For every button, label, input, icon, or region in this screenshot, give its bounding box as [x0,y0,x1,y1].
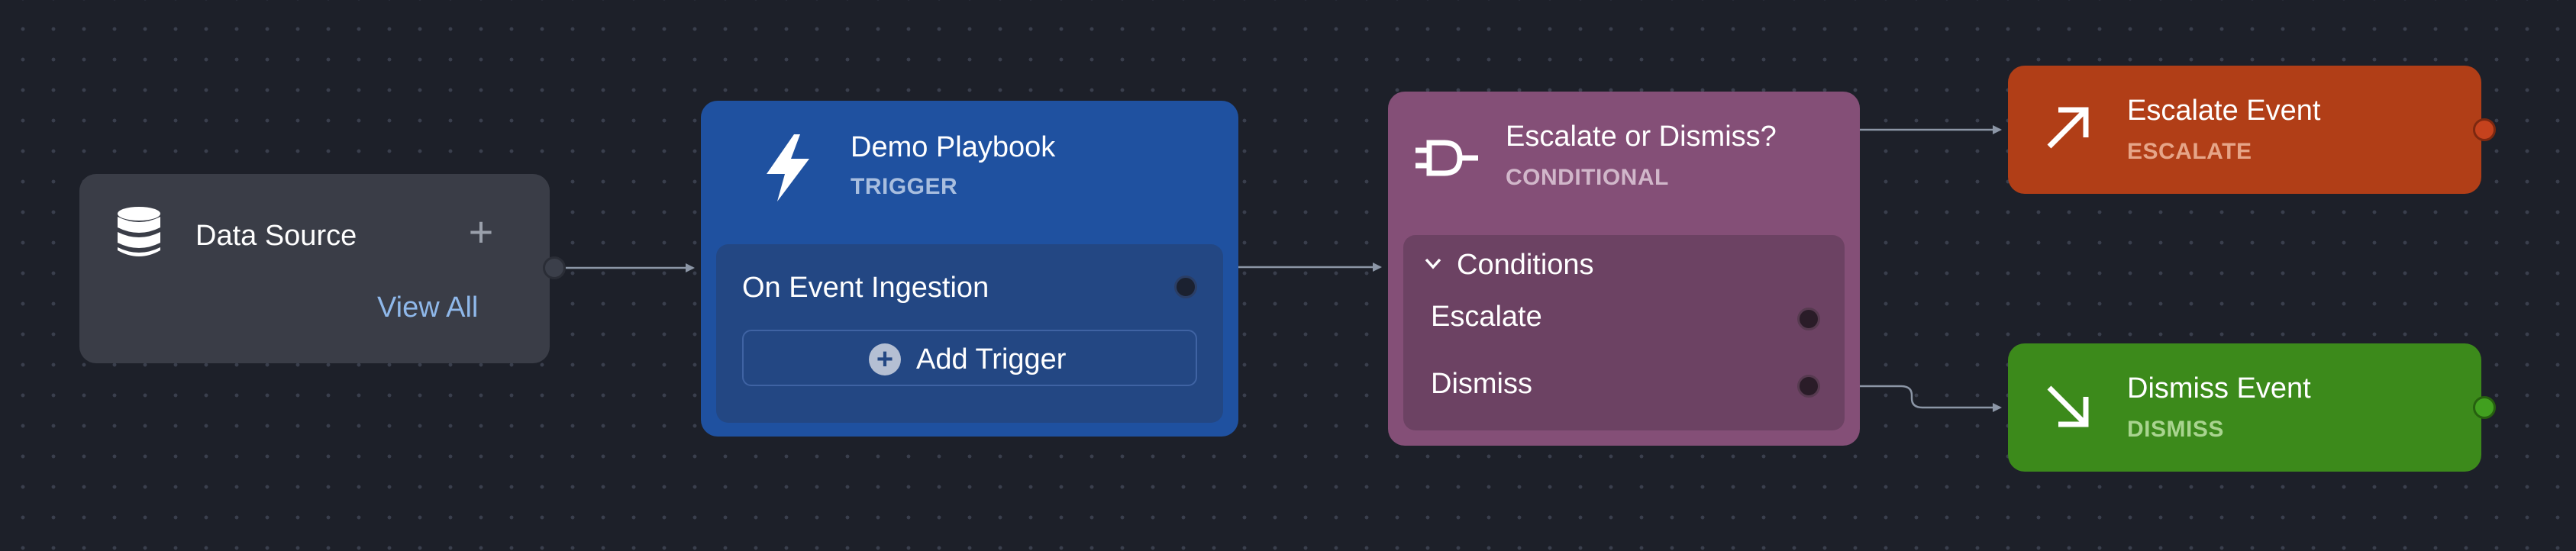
arrow-up-right-icon [2047,107,2089,149]
dismiss-event-title: Dismiss Event [2127,372,2311,404]
escalate-event-output-handle[interactable] [2473,118,2496,141]
trigger-event-label: On Event Ingestion [742,272,989,304]
lightning-icon [767,134,809,201]
condition-escalate-label: Escalate [1431,301,1542,333]
escalate-condition-handle[interactable] [1797,308,1820,330]
conditional-type-label: CONDITIONAL [1506,165,1669,190]
trigger-type-label: TRIGGER [851,174,958,199]
add-source-button[interactable]: + [468,208,494,256]
trigger-node[interactable]: Demo Playbook TRIGGER On Event Ingestion… [701,101,1238,437]
dismiss-event-output-handle[interactable] [2473,396,2496,419]
data-source-output-handle[interactable] [543,256,566,279]
add-trigger-button[interactable]: + Add Trigger [742,330,1197,386]
arrow-down-right-icon [2047,385,2089,427]
conditions-label: Conditions [1457,249,1594,281]
escalate-type-label: ESCALATE [2127,139,2252,164]
add-trigger-label: Add Trigger [916,343,1067,375]
dismiss-type-label: DISMISS [2127,417,2224,442]
data-source-node[interactable]: Data Source + View All [79,174,550,363]
conditions-panel: Conditions Escalate Dismiss [1403,235,1845,430]
data-source-title: Data Source [195,220,357,252]
condition-dismiss-label: Dismiss [1431,368,1532,400]
database-icon [118,207,160,256]
conditional-title: Escalate or Dismiss? [1506,121,1777,153]
escalate-event-node[interactable]: Escalate Event ESCALATE [2008,66,2481,194]
escalate-event-title: Escalate Event [2127,95,2321,127]
trigger-events-panel: On Event Ingestion + Add Trigger [716,244,1223,423]
dismiss-condition-handle[interactable] [1797,375,1820,398]
trigger-output-handle[interactable] [1174,276,1197,298]
dismiss-event-node[interactable]: Dismiss Event DISMISS [2008,343,2481,472]
plus-circle-icon: + [869,343,901,375]
chevron-down-icon [1425,258,1441,269]
logic-gate-icon [1416,140,1478,176]
view-all-link[interactable]: View All [377,292,479,324]
conditional-node[interactable]: Escalate or Dismiss? CONDITIONAL Conditi… [1388,92,1860,446]
trigger-title: Demo Playbook [851,131,1056,163]
